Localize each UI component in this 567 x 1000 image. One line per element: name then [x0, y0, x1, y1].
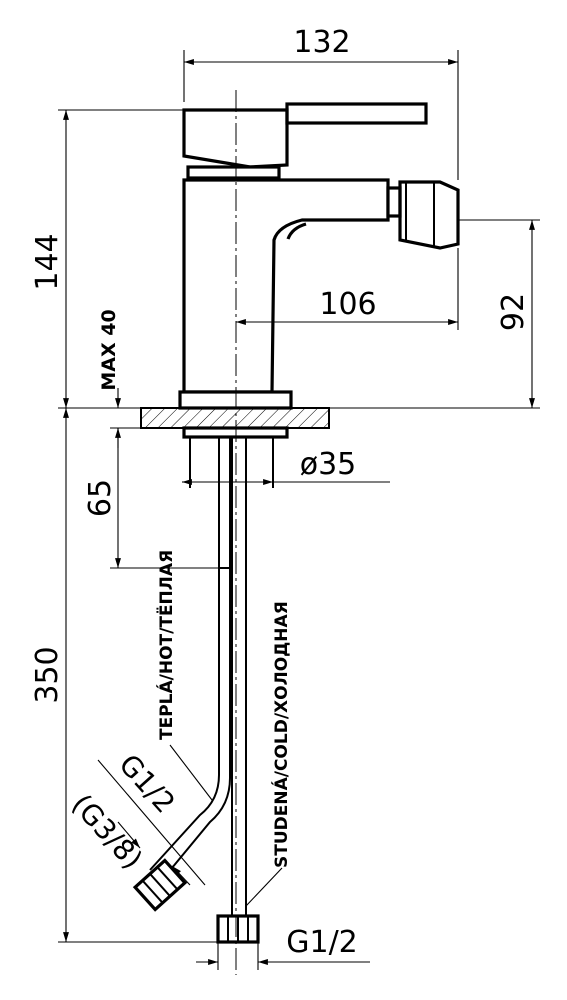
lever-handle [182, 102, 428, 169]
dimension-shank-thread: G1/2 [196, 925, 370, 970]
dimension-max-deck: MAX 40 [98, 309, 141, 448]
dimension-spout-height: 92 [329, 219, 540, 409]
dimension-92-text: 92 [496, 293, 531, 331]
hot-label-group: TEPLÁ/HOT/ТЁПЛАЯ [155, 550, 213, 801]
cold-hose [231, 437, 247, 916]
main-body [182, 178, 390, 394]
dimension-hose-thread: G1/2 (G3/8) [65, 748, 206, 886]
cold-label: STUDENÁ/COLD/ХОЛОДНАЯ [270, 601, 292, 868]
cartridge-collar [186, 165, 281, 180]
dimension-350-text: 350 [30, 646, 65, 703]
dimension-max40-text: MAX 40 [98, 309, 120, 390]
hot-label: TEPLÁ/HOT/ТЁПЛАЯ [155, 550, 177, 740]
hot-hose-connector [132, 858, 188, 912]
dimension-hose-length: 350 [30, 408, 218, 943]
dimension-144-text: 144 [30, 233, 65, 290]
cold-hose-connector [216, 914, 260, 944]
dimension-spout-reach: 106 [236, 248, 459, 330]
dimension-shank-length: 65 [83, 428, 219, 569]
dimension-overall-height: 144 [30, 109, 184, 409]
dimension-g12-angled-text: G1/2 [112, 748, 181, 820]
dimension-106-text: 106 [319, 287, 376, 322]
dimension-65-text: 65 [83, 479, 118, 517]
dimension-g38-text: (G3/8) [65, 788, 149, 876]
mounting-deck [140, 407, 330, 429]
hot-hose-bent [149, 568, 231, 881]
faucet-outline [178, 102, 460, 410]
dimension-overall-width: 132 [183, 25, 459, 180]
hot-pipe [218, 437, 231, 569]
dimension-d35-text: ø35 [300, 447, 357, 482]
dimension-g12-bottom-text: G1/2 [286, 925, 358, 960]
cold-label-group: STUDENÁ/COLD/ХОЛОДНАЯ [245, 601, 292, 907]
dimension-body-diameter: ø35 [182, 447, 390, 485]
spout-curve [286, 222, 307, 240]
swivel-nozzle [386, 180, 460, 250]
dimension-132-text: 132 [293, 25, 350, 60]
